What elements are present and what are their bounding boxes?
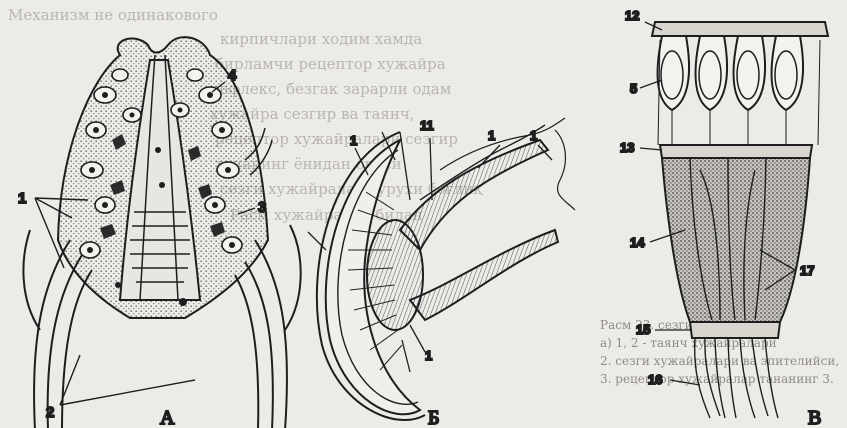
label-a-1: 1 <box>18 190 26 207</box>
label-c-15: 15 <box>636 322 650 337</box>
label-c-13: 13 <box>620 140 634 155</box>
panel-a-taste-bud: 1 2 3 4 А <box>18 37 301 428</box>
nerve-trunk-upper <box>400 140 548 250</box>
label-c-14: 14 <box>630 235 645 250</box>
label-b-1: 1 <box>350 133 357 148</box>
label-b-1-bottom: 1 <box>425 348 432 363</box>
top-cells <box>658 36 803 110</box>
label-c-12: 12 <box>625 8 639 23</box>
label-b-11: 11 <box>420 118 434 133</box>
label-b-1-top: 1 <box>488 128 495 143</box>
label-a-2: 2 <box>46 404 54 421</box>
panel-letter-a: А <box>160 407 175 428</box>
panel-c-receptor-cells: 12 5 13 14 15 16 17 В <box>620 8 828 428</box>
middle-band <box>660 145 812 158</box>
label-c-16: 16 <box>648 372 662 387</box>
panel-letter-b: Б <box>428 407 439 428</box>
panel-letter-c: В <box>808 407 821 428</box>
base-band <box>690 322 780 338</box>
nerve-fiber-right <box>555 130 575 210</box>
nerve-trunk-lower <box>410 230 558 320</box>
label-b-1-right: 1 <box>530 128 537 143</box>
label-c-17: 17 <box>800 263 814 278</box>
basal-fibers <box>695 338 778 418</box>
label-c-5: 5 <box>630 81 637 96</box>
label-a-4: 4 <box>228 67 237 84</box>
panel-b-sensory-organ: 1 1 1 11 1 Б <box>308 118 575 428</box>
lower-body <box>662 158 810 322</box>
label-a-3: 3 <box>258 199 266 216</box>
top-cap <box>652 22 828 36</box>
